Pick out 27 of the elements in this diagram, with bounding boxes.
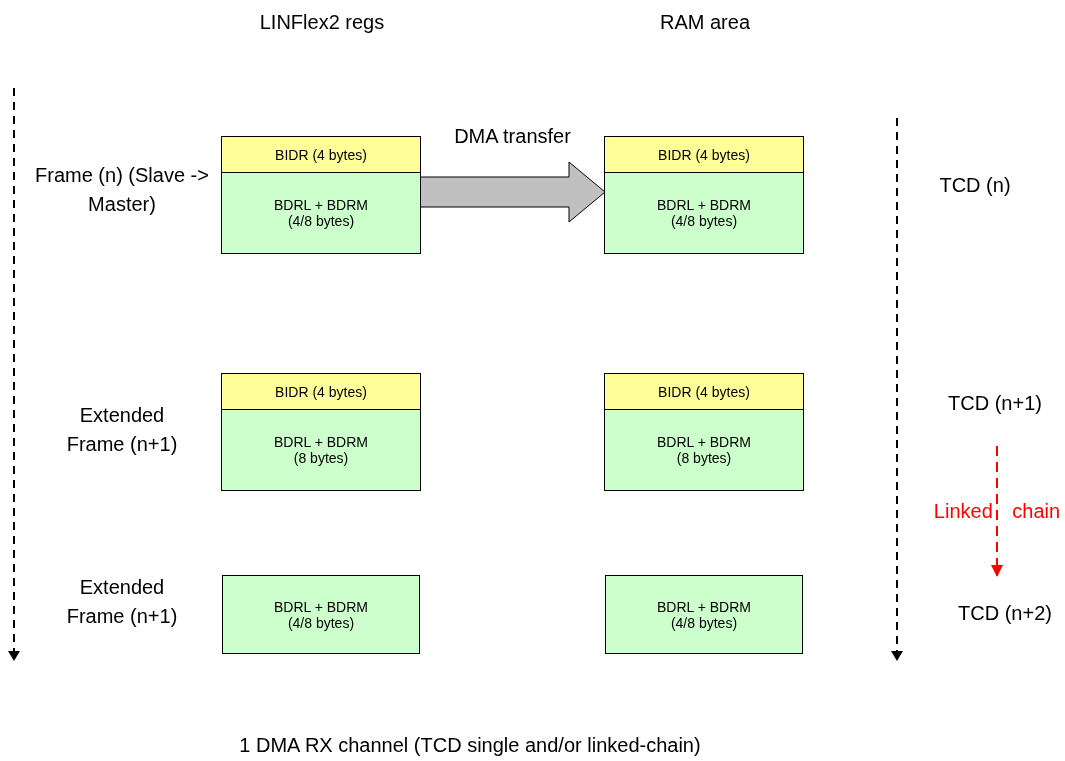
register-field: BDRL + BDRM (4/8 bytes) [605,173,803,253]
register-block [222,137,420,253]
register-block [605,374,803,490]
register-field: BIDR (4 bytes) [222,137,420,173]
register-field: BDRL + BDRM (8 bytes) [222,410,420,490]
edge-label: DMA transfer [453,124,572,149]
register-field: BDRL + BDRM (8 bytes) [605,410,803,490]
register-field: BDRL + BDRM (4/8 bytes) [605,575,803,654]
register-block [222,374,420,490]
register-field: BIDR (4 bytes) [222,374,420,410]
column-heading: LINFlex2 regs [258,10,386,35]
register-field: BDRL + BDRM (4/8 bytes) [222,173,420,253]
register-block [605,137,803,253]
caption: 1 DMA RX channel (TCD single and/or linked-chain) [238,733,702,758]
frame-label: Extended Frame (n+1) [65,403,179,457]
register-field: BIDR (4 bytes) [605,374,803,410]
register-field: BDRL + BDRM (4/8 bytes) [222,575,420,654]
frame-label: Extended Frame (n+1) [65,575,179,629]
tcd-label: TCD (n+2) [945,598,1065,628]
tcd-label: TCD (n+1) [935,388,1055,418]
tcd-label: TCD (n) [938,173,1012,198]
edge-label: Linked chain [932,499,1062,524]
column-heading: RAM area [659,10,751,35]
block-arrow [419,161,606,223]
arrow [991,445,1003,577]
register-field: BIDR (4 bytes) [605,137,803,173]
frame-label: Frame (n) (Slave -> Master) [34,163,210,217]
